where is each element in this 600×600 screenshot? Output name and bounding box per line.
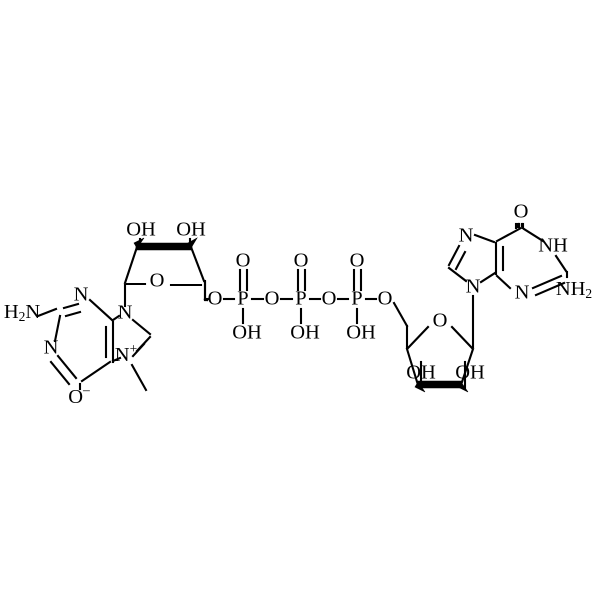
left-n7-label: N+ <box>115 341 137 366</box>
right-base-pyrimidine-ring <box>494 222 569 297</box>
p-beta-double-oxygen-label: O <box>294 250 309 272</box>
p-alpha-label: P <box>237 288 248 310</box>
left-n9-label: N <box>118 302 133 324</box>
right-amino-label: NH2 <box>556 278 592 301</box>
p-gamma-label: P <box>351 288 362 310</box>
p-gamma-double-oxygen-label: O <box>350 250 365 272</box>
right-n9-label: N <box>466 276 481 298</box>
right-ester-oxygen-label: O <box>378 288 393 310</box>
left-ch2-bond <box>203 297 209 302</box>
p-beta-hydroxyl-label: OH <box>290 322 320 344</box>
bridge-oxygen-1-label: O <box>265 288 280 310</box>
left-3prime-oh-label: OH <box>176 219 206 241</box>
right-carbonyl-double-bond <box>514 222 525 230</box>
p-beta-label: P <box>295 288 306 310</box>
right-ring-oxygen-label: O <box>433 310 448 332</box>
bridge-oxygen-2-label: O <box>322 288 337 310</box>
left-base-pyrimidine-ring <box>49 298 115 386</box>
left-n1-label: N <box>44 337 59 359</box>
left-ester-oxygen-label: O <box>208 288 223 310</box>
right-3prime-oh-label: OH <box>455 362 485 384</box>
right-ribose-hydroxyl-bonds <box>419 360 467 390</box>
left-base-imidazole-ring <box>111 314 152 392</box>
right-ribose-labels: O OH OH <box>406 310 485 384</box>
right-5prime-linker <box>392 301 409 350</box>
right-base-labels: N N N NH O NH2 <box>459 201 593 304</box>
p-alpha-hydroxyl-label: OH <box>232 322 262 344</box>
left-ribose-labels: O OH OH <box>126 219 206 292</box>
right-n3-label: N <box>515 282 530 304</box>
p-gamma-hydroxyl-label: OH <box>346 322 376 344</box>
right-carbonyl-oxygen-label: O <box>514 201 529 223</box>
right-2prime-oh-label: OH <box>406 362 436 384</box>
left-amino-label: H2N <box>4 301 41 324</box>
left-base-substituent-bonds <box>36 307 82 391</box>
phosphate-labels: O P O OH O P O OH O P O OH O <box>208 250 393 344</box>
left-base-labels: H2N N N N N+ O– <box>4 284 137 408</box>
left-ribose-ring <box>123 242 206 287</box>
triphosphate-backbone <box>222 268 378 325</box>
left-n3-label: N <box>74 284 89 306</box>
left-ring-oxygen-label: O <box>150 270 165 292</box>
left-o6-label: O– <box>68 382 90 408</box>
right-base-imidazole-ring <box>447 233 497 284</box>
left-ribose-hydroxyl-bonds <box>138 237 192 245</box>
right-n7-label: N <box>459 225 474 247</box>
p-alpha-double-oxygen-label: O <box>236 250 251 272</box>
left-2prime-oh-label: OH <box>126 219 156 241</box>
right-n1-h-label: NH <box>538 235 568 257</box>
